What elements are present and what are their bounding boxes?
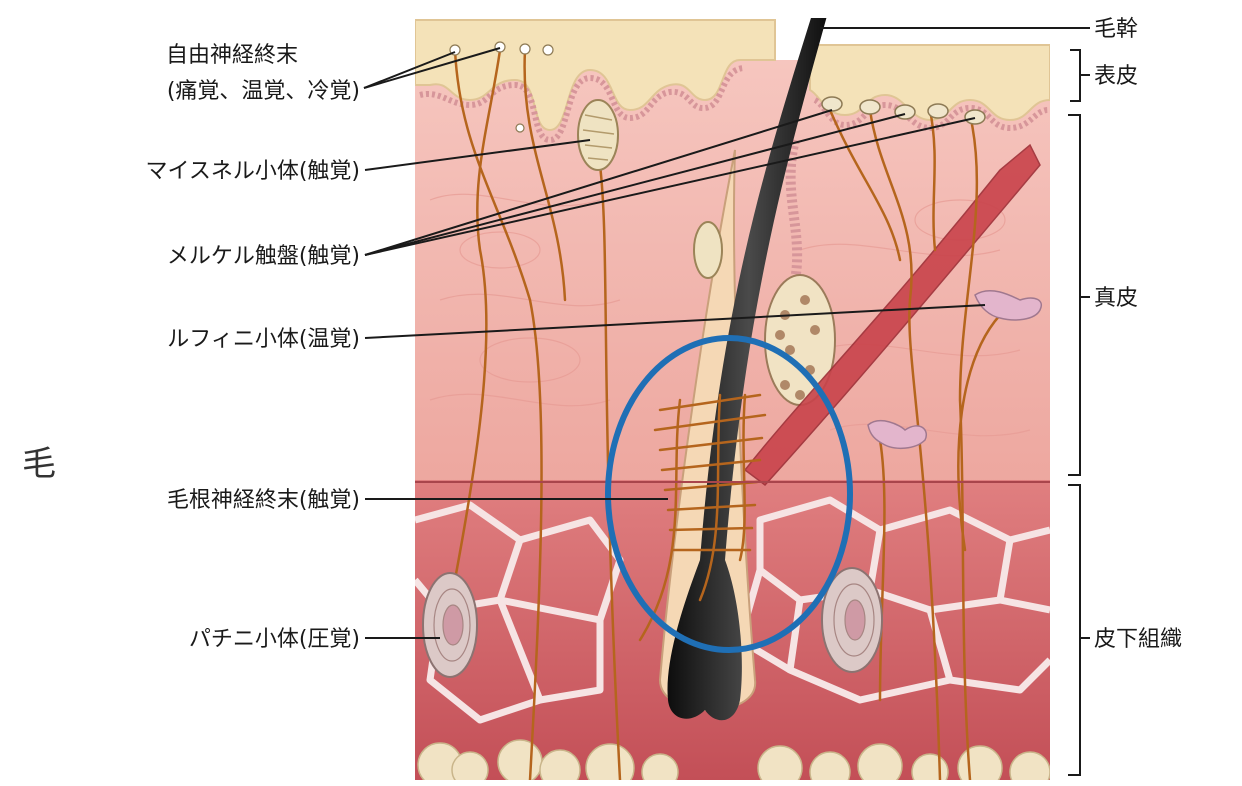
label-dermis: 真皮 — [1094, 286, 1138, 311]
meissner-corpuscle-2 — [694, 222, 722, 278]
meissner-corpuscle — [578, 100, 618, 170]
label-free-nerve-endings-1: 自由神経終末 — [166, 43, 298, 68]
label-subcutaneous: 皮下組織 — [1094, 627, 1182, 652]
label-merkel: メルケル触盤(触覚) — [167, 244, 360, 269]
pacinian-corpuscle-left — [423, 573, 477, 677]
label-free-nerve-endings-2: (痛覚、温覚、冷覚) — [167, 79, 360, 104]
label-pacinian: パチニ小体(圧覚) — [189, 627, 360, 652]
label-hair-root-nerve: 毛根神経終末(触覚) — [167, 488, 360, 513]
side-label-hair: 毛 — [22, 444, 56, 484]
label-ruffini: ルフィニ小体(温覚) — [167, 327, 360, 352]
label-hair-shaft: 毛幹 — [1094, 17, 1138, 42]
label-meissner: マイスネル小体(触覚) — [145, 159, 360, 184]
label-epidermis: 表皮 — [1094, 64, 1138, 89]
